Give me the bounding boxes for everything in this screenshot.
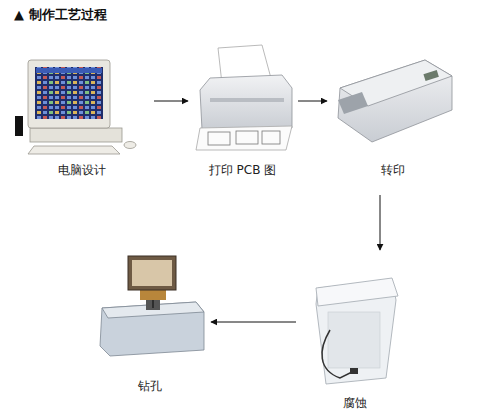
step-caption: 转印: [381, 163, 405, 177]
desktop-case: [30, 128, 122, 142]
screen-bar: [36, 68, 102, 73]
display: [423, 70, 438, 81]
transfer-machine-illustration: [338, 60, 452, 142]
pcb-pattern: [208, 132, 230, 145]
process-step: 腐蚀: [300, 268, 410, 410]
diagram-title: ▲ 制作工艺过程: [14, 6, 107, 24]
keyboard: [28, 146, 120, 154]
box-lid: [316, 278, 398, 306]
monitor-screen: [35, 67, 103, 119]
flow-arrow: [298, 101, 327, 102]
step-caption: 电脑设计: [58, 163, 106, 177]
process-step: 打印 PCB 图: [190, 42, 295, 177]
flow-arrow: [211, 322, 296, 323]
process-step: 电脑设计: [12, 55, 152, 177]
printer-body: [200, 75, 292, 130]
etching-box-illustration: [316, 278, 398, 384]
machine-body: [338, 60, 452, 142]
feed-roller: [338, 92, 368, 114]
speaker: [15, 116, 23, 136]
flow-arrow: [154, 101, 188, 102]
drill-bit: [152, 300, 154, 308]
drill-base: [100, 302, 204, 356]
mouse: [124, 142, 136, 149]
process-step: 钻孔: [92, 248, 207, 393]
process-step: 转印: [330, 50, 455, 177]
plug: [350, 368, 358, 374]
pcb-pattern: [236, 131, 258, 144]
drill-illustration: [100, 256, 204, 356]
etching-tank: [328, 312, 380, 368]
step-caption: 钻孔: [138, 379, 162, 393]
power-cord: [322, 330, 352, 378]
pcb-pattern: [262, 131, 280, 144]
printed-sheet: [196, 126, 292, 150]
drill-head: [140, 290, 166, 300]
printer-illustration: [196, 45, 292, 150]
printer-slot: [210, 98, 284, 102]
flow-arrow: [380, 195, 381, 250]
lamp-panel: [132, 260, 172, 286]
lamp-shade: [128, 256, 176, 290]
computer-illustration: [15, 60, 136, 154]
step-caption: 打印 PCB 图: [209, 163, 276, 177]
monitor: [28, 60, 110, 128]
screen-icons: [35, 67, 103, 119]
step-caption: 腐蚀: [343, 396, 367, 410]
